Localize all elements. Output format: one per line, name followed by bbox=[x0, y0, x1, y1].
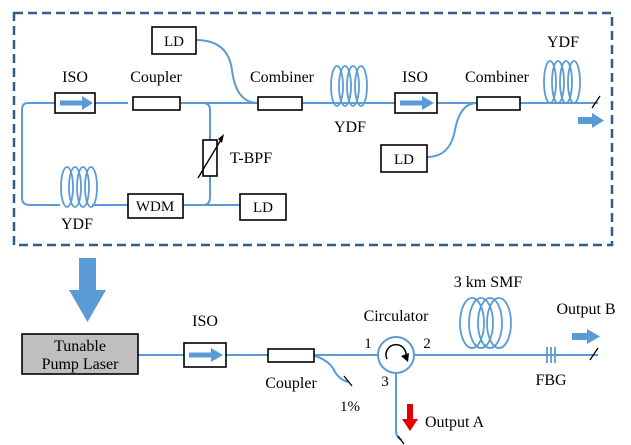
smf-label: 3 km SMF bbox=[454, 274, 523, 291]
iso-left-arrow-head bbox=[82, 96, 93, 110]
pump-line2: Pump Laser bbox=[42, 356, 120, 373]
fbg-label: FBG bbox=[535, 372, 567, 389]
combiner-left-box bbox=[257, 96, 303, 111]
output-a-label: Output A bbox=[425, 414, 485, 431]
port3-label: 3 bbox=[381, 374, 389, 390]
ld-right-label: LD bbox=[394, 152, 414, 168]
tbpf-label: T-BPF bbox=[230, 150, 272, 167]
ydf-right-coil bbox=[543, 60, 581, 104]
circulator-direction bbox=[385, 343, 407, 360]
tbpf-tuning-line bbox=[197, 137, 223, 179]
fbg-marks bbox=[546, 347, 556, 363]
pump-laser-box bbox=[21, 333, 139, 375]
down-arrow-shaft bbox=[79, 258, 96, 291]
output-top-arrow-head bbox=[592, 113, 604, 128]
fbg-end-mark bbox=[589, 347, 599, 361]
fiber-ld-combiner-right bbox=[426, 102, 478, 158]
coupler-bottom-label: Coupler bbox=[265, 375, 317, 392]
down-arrow-head bbox=[69, 290, 106, 322]
output-top-arrow-shaft bbox=[578, 117, 594, 124]
coupler-bottom-box bbox=[267, 348, 315, 363]
output-a-arrow-head bbox=[402, 419, 418, 431]
iso-bottom-arrow-head bbox=[211, 348, 223, 362]
fiber-angled-end bbox=[591, 95, 601, 109]
combiner-right-box bbox=[476, 96, 521, 111]
ld-bottom-box bbox=[239, 193, 287, 221]
smf-coil bbox=[459, 297, 512, 349]
ydf-middle-label: YDF bbox=[334, 119, 366, 136]
fiber-coupler-tap bbox=[311, 354, 349, 383]
ydf-left-coil bbox=[60, 166, 98, 208]
ydf-left-label: YDF bbox=[61, 216, 93, 233]
combiner-left-label: Combiner bbox=[250, 69, 315, 86]
output-a-arrow-shaft bbox=[407, 404, 413, 421]
wdm-label: WDM bbox=[136, 199, 174, 215]
coupler-top-box bbox=[132, 96, 181, 111]
output-b-arrow-shaft bbox=[572, 333, 589, 340]
ld-top-label: LD bbox=[164, 34, 184, 50]
port1-label: 1 bbox=[364, 336, 372, 352]
port2-label: 2 bbox=[423, 336, 431, 352]
ld-bottom-label: LD bbox=[253, 200, 273, 216]
ld-top-box bbox=[151, 26, 197, 55]
tap-end-mark bbox=[343, 375, 353, 387]
dashed-enclosure bbox=[12, 11, 614, 247]
circulator-direction-head bbox=[401, 353, 409, 362]
coupler-top-label: Coupler bbox=[130, 69, 182, 86]
circulator-body bbox=[377, 336, 415, 374]
ydf-right-label: YDF bbox=[547, 34, 579, 51]
fiber-ld-combiner bbox=[195, 39, 259, 104]
port3-end-mark bbox=[397, 435, 405, 445]
iso-right-arrow-head bbox=[422, 96, 434, 110]
combiner-right-label: Combiner bbox=[465, 69, 530, 86]
fiber-port3 bbox=[395, 373, 403, 441]
iso-bottom-label: ISO bbox=[192, 313, 218, 330]
tbpf-tuning-arrow bbox=[218, 134, 224, 143]
iso-left-label: ISO bbox=[62, 69, 88, 86]
iso-right-label: ISO bbox=[402, 69, 428, 86]
ydf-middle-coil bbox=[330, 65, 368, 107]
output-b-arrow-head bbox=[587, 329, 600, 344]
ld-right-box bbox=[380, 144, 428, 173]
circulator-label: Circulator bbox=[364, 308, 430, 325]
wdm-box bbox=[127, 193, 184, 219]
one-percent-label: 1% bbox=[340, 399, 360, 415]
pump-line1: Tunable bbox=[54, 338, 106, 355]
output-b-label: Output B bbox=[556, 301, 615, 318]
